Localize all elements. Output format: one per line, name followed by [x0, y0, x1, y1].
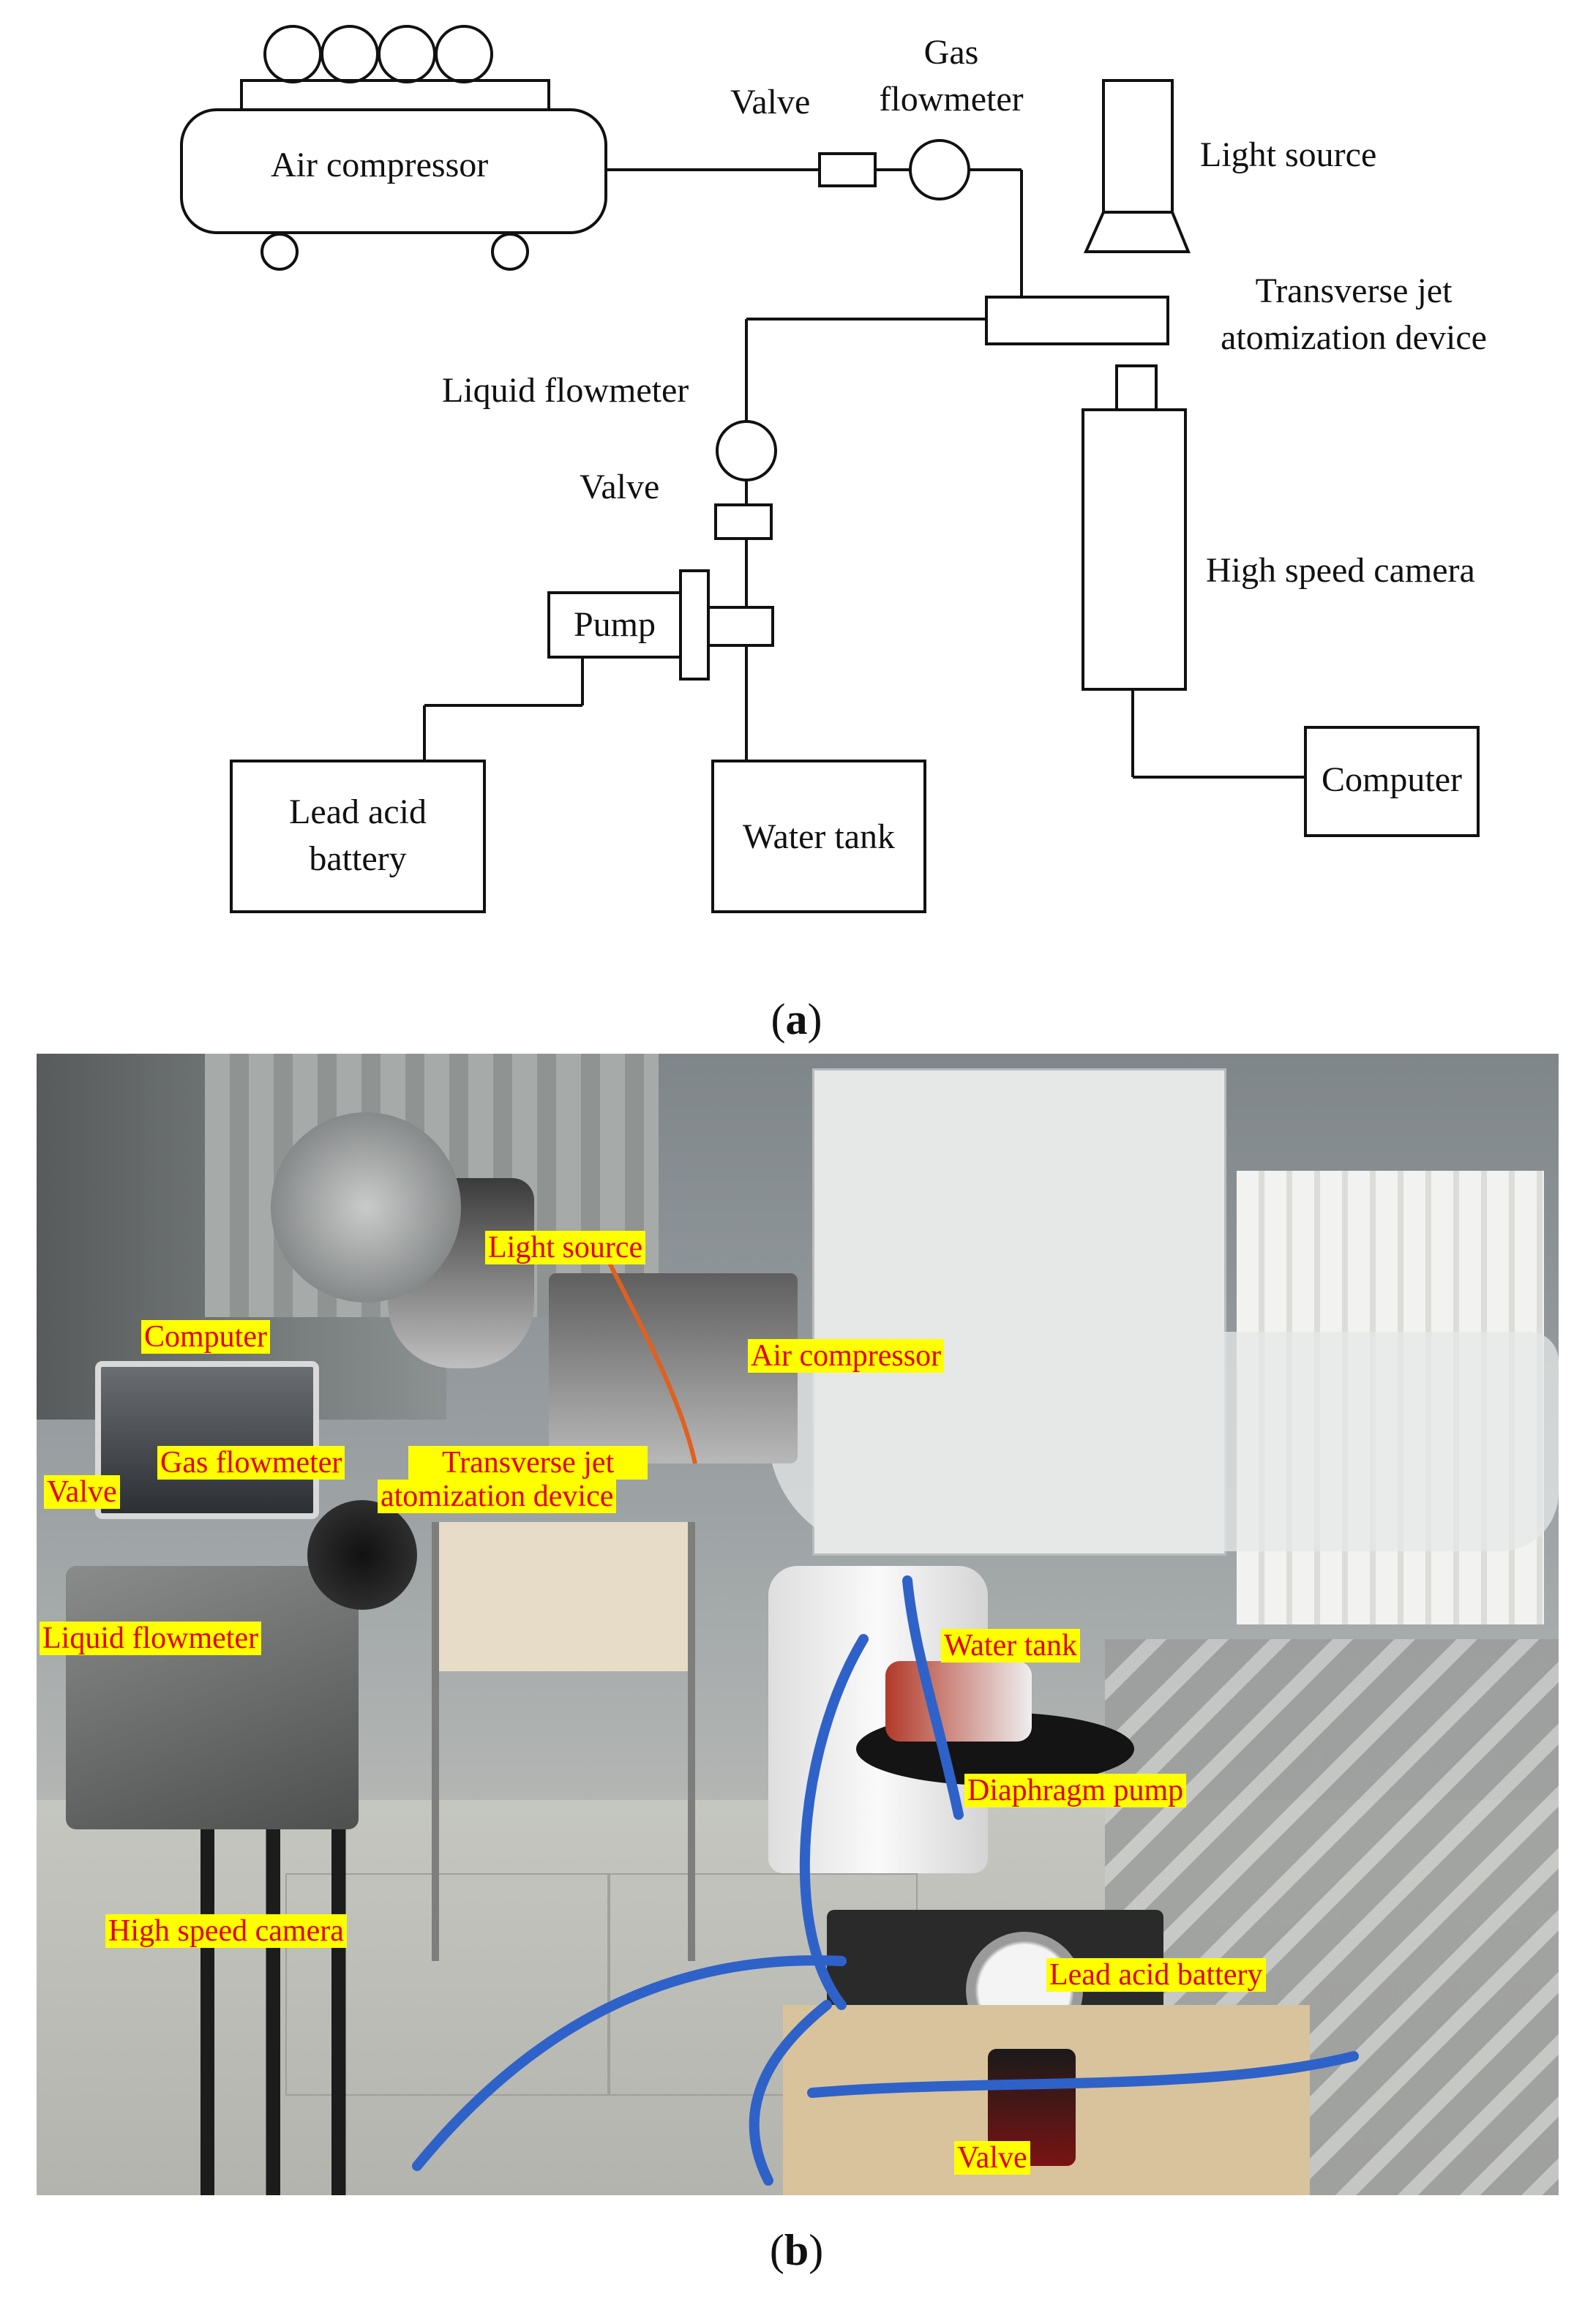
- label-lead-acid-line1: Lead acid: [289, 792, 427, 831]
- photo-hose: [799, 1634, 869, 2010]
- label-gas-flowmeter-line2: flowmeter: [879, 80, 1024, 119]
- computer-box: [1304, 726, 1480, 837]
- label-light-source: Light source: [1200, 135, 1377, 174]
- light-source-body: [1102, 79, 1174, 214]
- compressor-top-cylinder-1: [263, 25, 322, 83]
- tag-gas-flowmeter: Gas flowmeter: [157, 1446, 345, 1480]
- light-source-reflector: [1083, 211, 1191, 253]
- compressor-wheel-right: [491, 233, 529, 271]
- photo-tripod: [154, 1829, 388, 2195]
- tag-diaphragm-pump: Diaphragm pump: [964, 1774, 1187, 1807]
- photo-blue-hoses: [412, 1257, 1359, 2186]
- caption-b: (b): [769, 2226, 824, 2274]
- tag-liquid-flowmeter: Liquid flowmeter: [40, 1622, 262, 1655]
- photo-hose: [902, 1575, 964, 1820]
- valve-top-symbol: [818, 152, 877, 187]
- label-transverse-line2: atomization device: [1221, 318, 1487, 357]
- pump-head: [707, 606, 774, 647]
- compressor-top-plate: [240, 79, 550, 111]
- label-water-tank: Water tank: [742, 817, 896, 856]
- compressor-top-cylinder-4: [435, 25, 493, 83]
- tag-lead-acid-battery: Lead acid battery: [1046, 1958, 1266, 1992]
- tag-transverse-line1: Transverse jet: [408, 1446, 648, 1480]
- tag-valve-bottom: Valve: [954, 2141, 1030, 2175]
- schematic-lines: [180, 25, 1480, 913]
- camera-lens: [1115, 364, 1158, 411]
- label-air-compressor: Air compressor: [271, 146, 489, 184]
- photo-pump: [885, 1661, 1032, 1742]
- photo-camera-lens: [307, 1500, 417, 1610]
- label-gas-flowmeter-line1: Gas: [923, 33, 979, 72]
- label-liquid-flowmeter: Liquid flowmeter: [442, 371, 689, 410]
- tag-valve-left: Valve: [44, 1475, 120, 1509]
- photo-computer-screen: [95, 1361, 319, 1519]
- schematic-diagram: Air compressor Valve Gas flowmeter Light…: [0, 0, 1593, 1043]
- label-transverse-line1: Transverse jet: [1255, 271, 1453, 310]
- transverse-jet-device-box: [985, 296, 1169, 345]
- tag-light-source: Light source: [485, 1231, 646, 1264]
- photo-hose: [807, 2051, 1359, 2098]
- lab-photo: Light source Computer Air compressor Gas…: [37, 1054, 1559, 2195]
- compressor-top-cylinder-2: [321, 25, 379, 83]
- tag-water-tank: Water tank: [941, 1629, 1081, 1663]
- high-speed-camera-body: [1082, 408, 1187, 691]
- photo-hose-orange: [605, 1257, 697, 1464]
- label-computer: Computer: [1322, 760, 1462, 799]
- lead-acid-battery-box: [230, 760, 486, 913]
- label-high-speed-camera: High speed camera: [1206, 551, 1475, 590]
- compressor-wheel-left: [260, 233, 299, 271]
- photo-lamp-umbrella: [271, 1112, 461, 1302]
- label-lead-acid-line2: battery: [309, 839, 407, 878]
- label-valve-mid: Valve: [580, 468, 660, 506]
- caption-a-letter: a: [785, 995, 808, 1043]
- caption-a: (a): [771, 995, 822, 1043]
- photo-camera-body: [66, 1566, 359, 1829]
- tag-high-speed-camera: High speed camera: [105, 1914, 347, 1948]
- water-tank-box: [711, 760, 926, 913]
- valve-mid-symbol: [714, 503, 773, 540]
- gas-flowmeter-symbol: [909, 139, 970, 200]
- pump-flange: [679, 569, 710, 681]
- compressor-top-cylinder-3: [378, 25, 436, 83]
- tag-air-compressor: Air compressor: [748, 1339, 945, 1373]
- tag-transverse-line2: atomization device: [378, 1480, 617, 1513]
- label-valve-top: Valve: [730, 83, 811, 121]
- photo-hose: [412, 1955, 847, 2171]
- photo-chair: [432, 1522, 695, 1961]
- liquid-flowmeter-symbol: [716, 420, 777, 481]
- tag-computer: Computer: [141, 1320, 270, 1354]
- photo-hose: [749, 2000, 832, 2186]
- label-pump: Pump: [573, 605, 656, 644]
- caption-b-letter: b: [784, 2226, 809, 2274]
